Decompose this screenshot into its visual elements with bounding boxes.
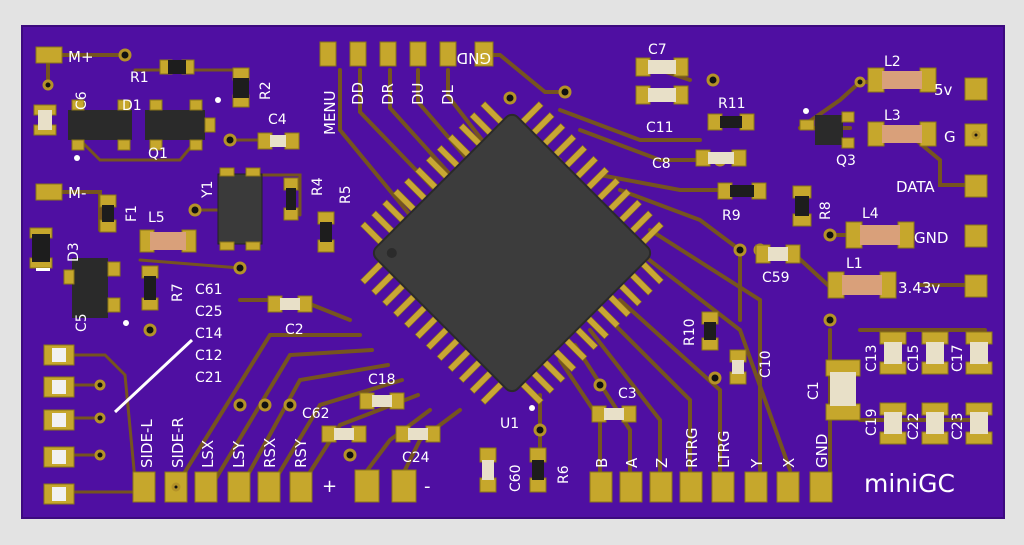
ref-l5: L5 — [148, 210, 165, 226]
label-ltrg: LTRG — [715, 431, 733, 469]
ref-l3: L3 — [884, 108, 901, 124]
ref-c12: C12 — [195, 348, 223, 364]
ref-l2: L2 — [884, 54, 901, 70]
ref-c17: C17 — [950, 344, 966, 372]
ref-c6: C6 — [74, 91, 90, 110]
label-lsy: LSY — [230, 440, 248, 468]
ref-r8: R8 — [818, 201, 834, 220]
ref-r9: R9 — [722, 208, 741, 224]
side-smd-column — [43, 344, 75, 505]
ref-q3: Q3 — [836, 153, 856, 169]
ref-c21: C21 — [195, 370, 223, 386]
label-data: DATA — [896, 178, 935, 196]
ref-c11: C11 — [646, 120, 674, 136]
ref-c60: C60 — [508, 464, 524, 492]
ref-r4: R4 — [310, 177, 326, 196]
label-b: B — [593, 458, 611, 468]
label-g: G — [944, 128, 956, 146]
ref-u1: U1 — [500, 416, 519, 432]
ref-c25: C25 — [195, 304, 223, 320]
top-header-pads — [319, 41, 494, 67]
label-lsx: LSX — [199, 440, 217, 468]
ref-c62: C62 — [302, 406, 330, 422]
ref-q1: Q1 — [148, 146, 168, 162]
label-m-minus: M- — [68, 184, 86, 202]
ref-r2: R2 — [258, 81, 274, 100]
label-z: Z — [653, 458, 671, 468]
ref-r7: R7 — [170, 283, 186, 302]
ref-c10: C10 — [758, 350, 774, 378]
ref-d1: D1 — [122, 98, 142, 114]
ref-r11: R11 — [718, 96, 746, 112]
ref-c2: C2 — [285, 322, 304, 338]
ref-designators: R1 R2 C6 D1 Q1 C4 F1 Y1 R4 R5 D3 L5 C5 R… — [66, 42, 966, 492]
ref-c7: C7 — [648, 42, 667, 58]
board-name: miniGC — [864, 469, 955, 498]
ref-r5: R5 — [338, 185, 354, 204]
label-dl: DL — [439, 84, 457, 105]
ref-d3: D3 — [66, 242, 82, 262]
smd-parts — [29, 57, 993, 493]
ref-c14: C14 — [195, 326, 223, 342]
ref-c4: C4 — [268, 112, 287, 128]
ref-l4: L4 — [862, 206, 879, 222]
ref-f1: F1 — [124, 205, 140, 222]
ref-y1: Y1 — [200, 181, 216, 199]
silk-labels: M+ M- GND MENU DD DR DU DL 5v G DATA GND… — [68, 48, 956, 498]
silk-divider-line — [113, 338, 194, 414]
label-gnd-bottom: GND — [813, 434, 831, 468]
label-dr: DR — [379, 83, 397, 105]
label-rsx: RSX — [261, 438, 279, 468]
ref-c18: C18 — [368, 372, 396, 388]
label-m-plus: M+ — [68, 48, 94, 66]
label-side-r: SIDE-R — [169, 417, 187, 468]
ref-c23: C23 — [950, 412, 966, 440]
label-gnd-top: GND — [457, 49, 491, 67]
ref-c5: C5 — [74, 313, 90, 332]
m-plus-pad — [35, 46, 63, 64]
label-minus: - — [424, 476, 431, 497]
bottom-pads — [132, 469, 833, 503]
ref-c19: C19 — [864, 408, 880, 436]
ref-l1: L1 — [846, 256, 863, 272]
ref-c22: C22 — [906, 412, 922, 440]
right-pads — [964, 77, 988, 298]
label-x: X — [780, 458, 798, 468]
label-3v43: 3.43v — [898, 279, 940, 297]
label-menu: MENU — [321, 90, 339, 135]
ref-c24: C24 — [402, 450, 430, 466]
label-rsy: RSY — [292, 438, 310, 468]
label-dd: DD — [349, 82, 367, 105]
ref-c59: C59 — [762, 270, 790, 286]
ref-c8: C8 — [652, 156, 671, 172]
label-side-l: SIDE-L — [138, 419, 156, 468]
ref-r1: R1 — [130, 70, 149, 86]
u1-microcontroller — [360, 101, 664, 405]
label-5v: 5v — [934, 81, 953, 99]
silk-dots — [74, 97, 809, 411]
label-gnd-right: GND — [914, 229, 948, 247]
label-a: A — [623, 457, 641, 468]
ref-c61: C61 — [195, 282, 223, 298]
ref-c3: C3 — [618, 386, 637, 402]
label-rtrg: RTRG — [683, 427, 701, 468]
ref-c13: C13 — [864, 344, 880, 372]
label-y: Y — [748, 458, 766, 469]
m-minus-pad — [35, 183, 63, 201]
label-plus: + — [322, 476, 337, 497]
label-du: DU — [409, 82, 427, 105]
ref-c1: C1 — [806, 381, 822, 400]
ref-r10: R10 — [682, 318, 698, 346]
ref-r6: R6 — [556, 465, 572, 484]
ref-c15: C15 — [906, 344, 922, 372]
